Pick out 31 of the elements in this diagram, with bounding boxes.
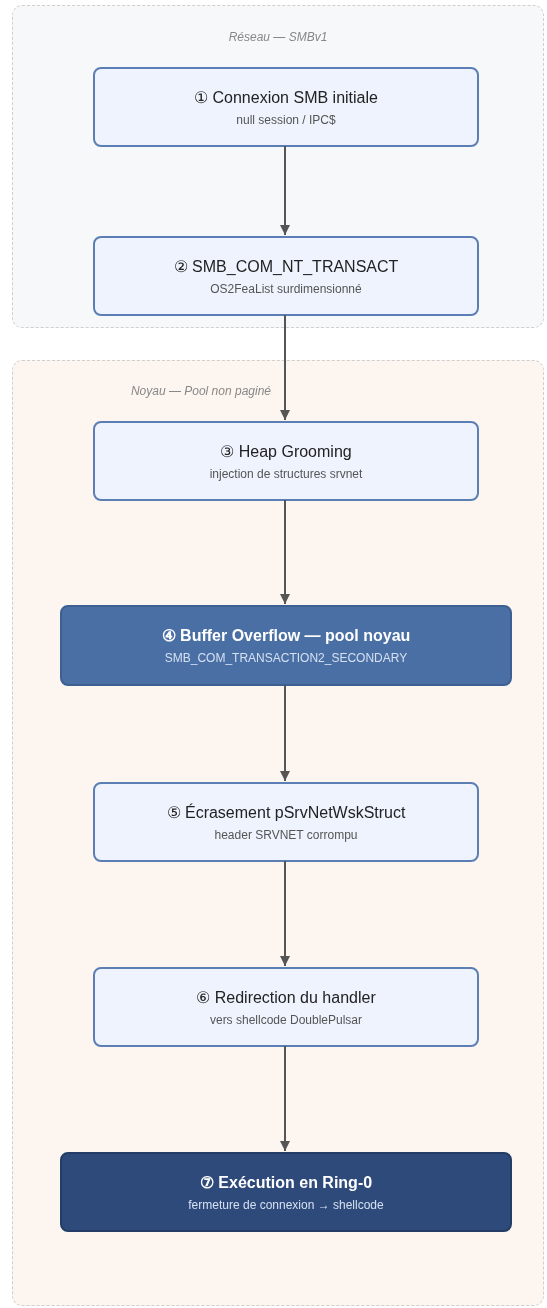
step-title: ① Connexion SMB initiale bbox=[194, 87, 378, 107]
step-detail: vers shellcode DoublePulsar bbox=[209, 1012, 363, 1027]
arrow bbox=[280, 684, 290, 782]
arrow bbox=[280, 499, 290, 605]
step-title: ⑥ Redirection du handler bbox=[196, 987, 376, 1007]
arrow bbox=[280, 1045, 290, 1152]
step-title: ④ Buffer Overflow — pool noyau bbox=[161, 626, 411, 645]
step-box bbox=[60, 605, 512, 686]
step-box bbox=[93, 782, 479, 862]
arrow bbox=[280, 145, 290, 236]
step-detail: header SRVNET corrompu bbox=[214, 827, 358, 842]
step-detail: OS2FeaList surdimensionné bbox=[210, 281, 362, 296]
step-box bbox=[93, 236, 479, 316]
zone-panel bbox=[12, 360, 544, 1306]
step-title: ② SMB_COM_NT_TRANSACT bbox=[173, 256, 399, 276]
arrow bbox=[280, 860, 290, 967]
step-detail: SMB_COM_TRANSACTION2_SECONDARY bbox=[164, 651, 408, 665]
step-detail: injection de structures srvnet bbox=[209, 466, 363, 481]
step-title: ⑦ Exécution en Ring-0 bbox=[199, 1172, 373, 1192]
step-box bbox=[93, 967, 479, 1047]
step-box bbox=[60, 1152, 512, 1232]
zone-panel bbox=[12, 5, 544, 328]
zone-label: Réseau — SMBv1 bbox=[227, 30, 329, 44]
step-title: ⑤ Écrasement pSrvNetWskStruct bbox=[166, 802, 406, 822]
zone-label: Noyau — Pool non paginé bbox=[130, 384, 271, 398]
step-box bbox=[93, 67, 479, 147]
step-title: ③ Heap Grooming bbox=[220, 441, 352, 461]
step-box bbox=[93, 421, 479, 501]
step-detail: fermeture de connexion → shellcode bbox=[188, 1197, 384, 1212]
arrow bbox=[280, 314, 290, 421]
step-detail: null session / IPC$ bbox=[236, 112, 336, 127]
